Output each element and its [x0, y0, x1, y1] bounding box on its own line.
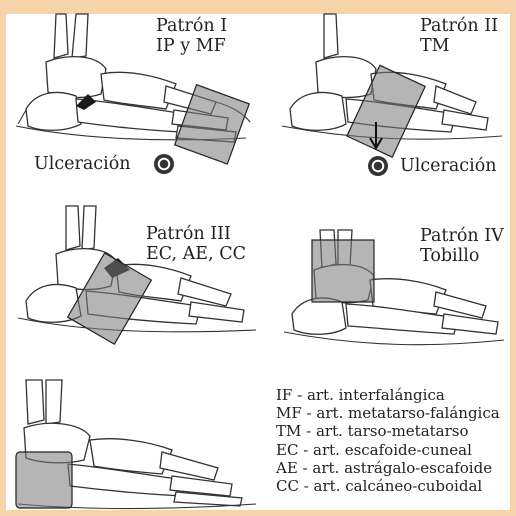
ulceration-label: Ulceración	[34, 154, 131, 174]
panel-subtitle: EC, AE, CC	[146, 244, 246, 264]
legend-item: TM - art. tarso-metatarso	[276, 422, 500, 440]
panel-pattern-2: Patrón II TM Ulceración	[276, 14, 510, 204]
ulceration-icon	[154, 154, 174, 174]
ulceration-icon	[368, 156, 388, 176]
panel-title: Patrón I	[156, 16, 227, 36]
panel-title: Patrón IV	[420, 226, 504, 246]
legend-item: CC - art. calcáneo-cuboidal	[276, 477, 500, 495]
legend-item: EC - art. escafoide-cuneal	[276, 441, 500, 459]
foot-drawing-5	[6, 380, 268, 510]
affected-region-pattern-5	[16, 452, 72, 508]
panel-pattern-4: Patrón IV Tobillo	[278, 206, 510, 376]
affected-region-pattern-4	[312, 240, 374, 302]
panel-pattern-3: Patrón III EC, AE, CC	[6, 206, 266, 376]
panel-title: Patrón II	[420, 16, 498, 36]
panel-subtitle: TM	[420, 36, 450, 56]
panel-subtitle: Tobillo	[420, 246, 479, 266]
figure-canvas: Patrón I IP y MF Ulceración	[6, 14, 510, 510]
legend-item: IF - art. interfalángica	[276, 386, 500, 404]
legend-item: MF - art. metatarso-falángica	[276, 404, 500, 422]
panel-pattern-5	[6, 380, 268, 510]
abbreviation-legend: IF - art. interfalángica MF - art. metat…	[276, 386, 500, 495]
panel-pattern-1: Patrón I IP y MF Ulceración	[6, 14, 256, 204]
panel-title: Patrón III	[146, 224, 231, 244]
ulceration-label: Ulceración	[400, 156, 497, 176]
panel-subtitle: IP y MF	[156, 36, 226, 56]
legend-item: AE - art. astrágalo-escafoide	[276, 459, 500, 477]
